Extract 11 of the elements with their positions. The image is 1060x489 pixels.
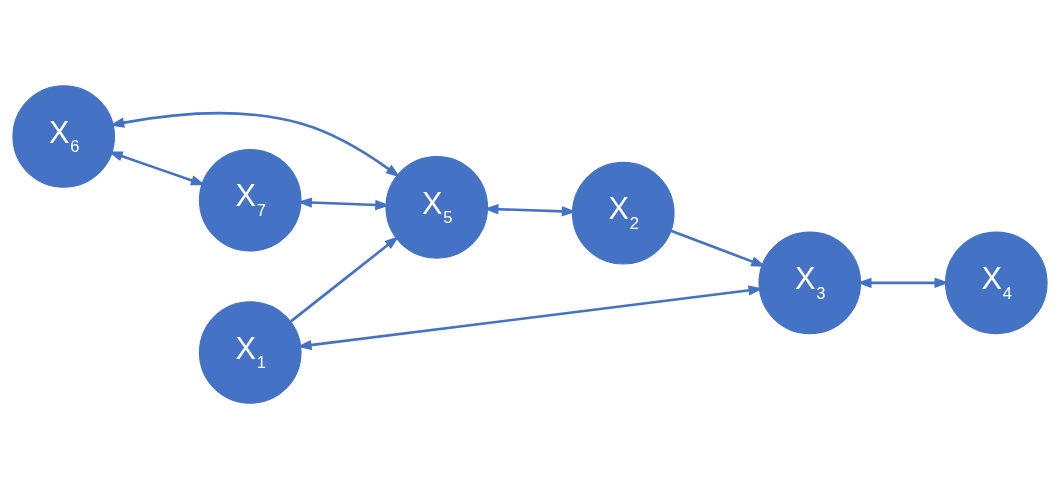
arrow [109, 112, 401, 178]
node-circle: X$_{6}$ [12, 85, 116, 188]
node-circle: X$_{3}$ [758, 231, 862, 335]
arrow [670, 229, 766, 267]
node-circle: X$_{4}$ [944, 231, 1048, 335]
arrow [108, 151, 206, 186]
arrow [290, 235, 400, 323]
arrow [297, 197, 390, 211]
node-circle: X$_{2}$ [571, 161, 675, 265]
node-circle: X$_{1}$ [198, 301, 302, 404]
node-circle: X$_{7}$ [198, 148, 302, 252]
